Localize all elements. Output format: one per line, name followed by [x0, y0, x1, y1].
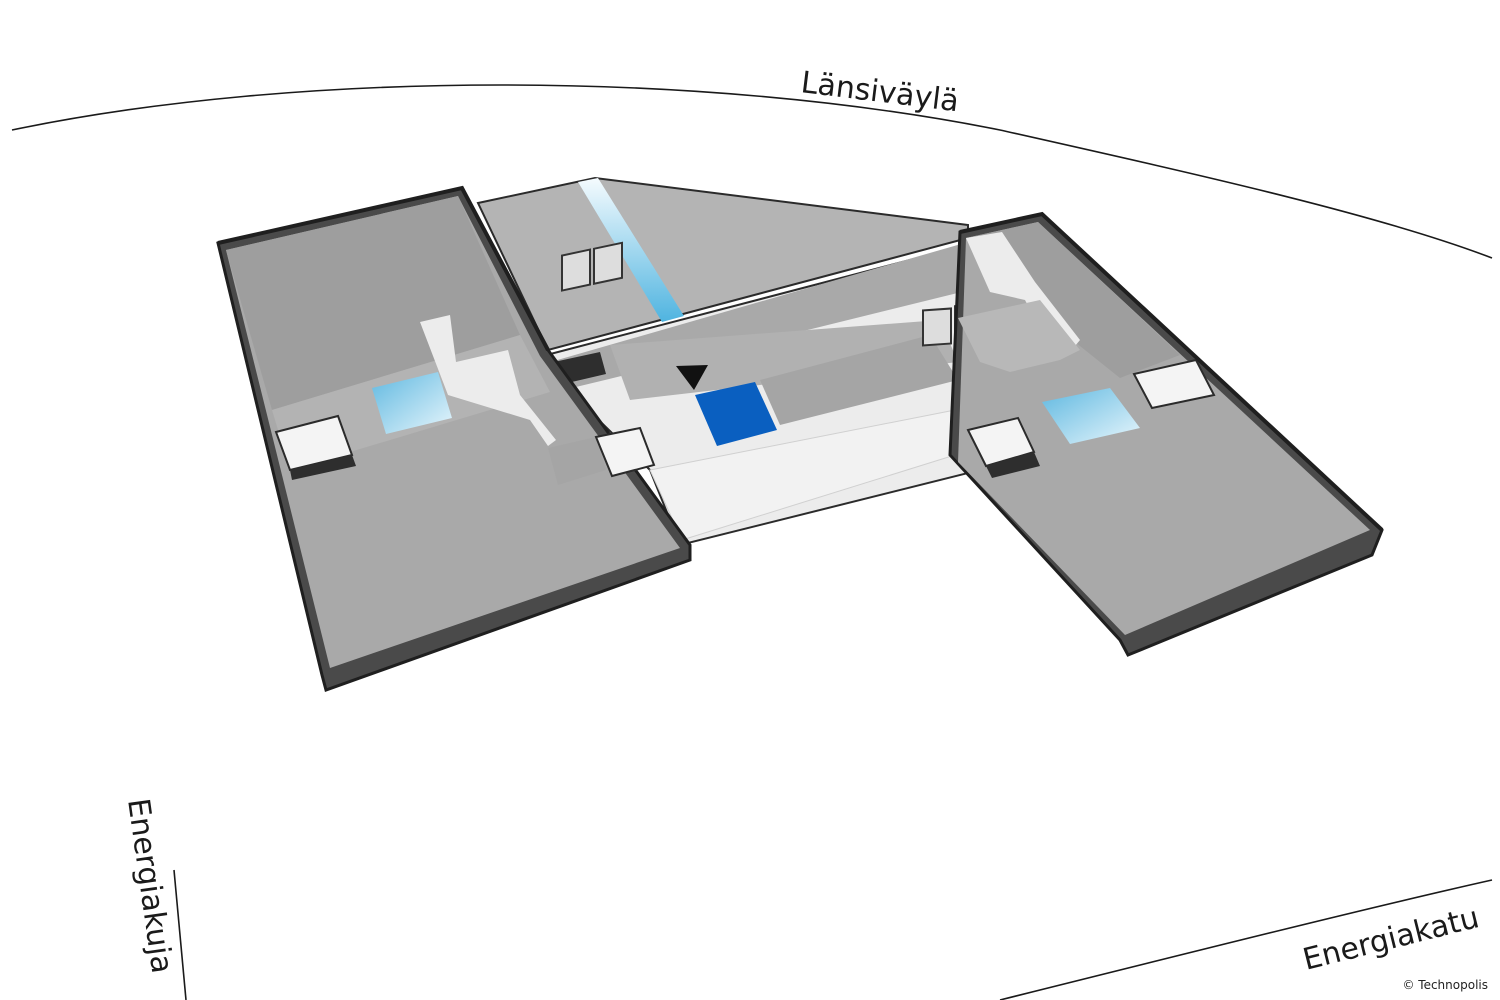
highlighted-space[interactable]	[695, 382, 777, 446]
central-block	[533, 224, 1041, 547]
street-line-lansivayla	[11, 84, 1493, 259]
west-wing	[216, 186, 692, 692]
street-label-energiakatu: Energiakatu	[1299, 900, 1482, 978]
elevator-icon	[561, 248, 591, 292]
copyright-notice: © Technopolis	[1402, 978, 1488, 992]
east-wing	[948, 212, 1384, 657]
water-canal	[578, 178, 684, 322]
glass-atrium-west	[372, 372, 452, 434]
street-line-energiakuja	[173, 869, 187, 1000]
street-line-energiakatu	[999, 879, 1493, 1000]
street-label-lansivayla: Länsiväylä	[799, 65, 961, 119]
glass-atrium-east	[1042, 388, 1140, 444]
elevator-icon	[922, 307, 952, 347]
street-label-energiakuja: Energiakuja	[120, 796, 179, 975]
elevator-icon	[593, 241, 623, 285]
location-marker-icon	[676, 365, 708, 390]
